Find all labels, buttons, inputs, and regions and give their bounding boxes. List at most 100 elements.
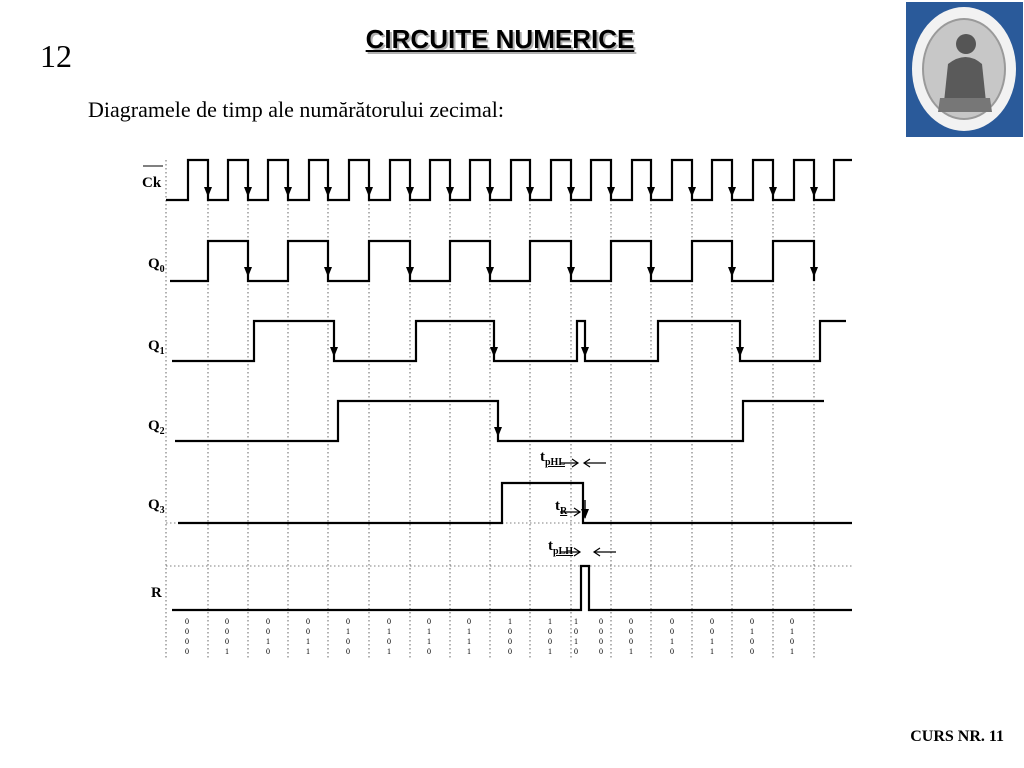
state-digit: 0 [670, 647, 674, 656]
state-digit: 1 [790, 647, 794, 656]
state-digit: 0 [710, 617, 714, 626]
state-columns: 0000000100100011010001010110011110001001… [185, 617, 794, 656]
university-logo [906, 2, 1023, 137]
state-digit: 0 [750, 647, 754, 656]
state-digit: 0 [185, 647, 189, 656]
edge-arrow-head [490, 347, 498, 357]
edge-arrow-head [647, 187, 655, 197]
state-digit: 1 [629, 647, 633, 656]
edge-arrow-head [581, 509, 589, 519]
state-digit: 0 [467, 617, 471, 626]
edge-arrow-head [446, 187, 454, 197]
state-digit: 0 [387, 617, 391, 626]
state-digit: 0 [574, 647, 578, 656]
state-digit: 1 [548, 617, 552, 626]
timing-arrow-head [571, 458, 580, 468]
footer-course: CURS NR. 11 [910, 728, 1004, 745]
edge-arrow-head [769, 187, 777, 197]
signal-label-q2: Q2 [148, 418, 165, 437]
state-digit: 0 [508, 627, 512, 636]
timing-arrow-head [573, 547, 582, 557]
waveform-q3 [178, 481, 852, 525]
edge-arrow-head [810, 187, 818, 197]
state-digit: 1 [467, 627, 471, 636]
state-digit: 0 [548, 627, 552, 636]
signal-label-r: R [151, 585, 162, 601]
state-guides [165, 160, 852, 660]
edge-arrow-head [494, 427, 502, 437]
edge-arrow-head [728, 267, 736, 277]
state-digit: 0 [629, 627, 633, 636]
state-digit: 1 [710, 647, 714, 656]
timing-label-tr: tR [555, 498, 568, 517]
waveform-q0 [170, 239, 816, 283]
state-digit: 1 [427, 627, 431, 636]
state-digit: 1 [710, 637, 714, 646]
state-digit: 1 [387, 627, 391, 636]
edge-arrow-head [688, 187, 696, 197]
state-digit: 1 [574, 617, 578, 626]
edge-arrow-head [406, 267, 414, 277]
state-digit: 0 [574, 627, 578, 636]
state-digit: 0 [306, 617, 310, 626]
state-digit: 0 [710, 627, 714, 636]
timing-arrow-head [582, 458, 591, 468]
timing-label-tplh: tpLH [548, 538, 573, 557]
state-digit: 0 [670, 617, 674, 626]
state-digit: 0 [548, 637, 552, 646]
state-digit: 1 [346, 627, 350, 636]
edge-arrow-head [810, 267, 818, 277]
state-digit: 1 [750, 627, 754, 636]
edge-arrow-head [324, 187, 332, 197]
edge-arrow-head [244, 267, 252, 277]
state-digit: 1 [427, 637, 431, 646]
state-digit: 1 [574, 637, 578, 646]
edge-arrow-head [330, 347, 338, 357]
state-digit: 0 [427, 647, 431, 656]
edge-arrow-head [607, 187, 615, 197]
state-digit: 0 [670, 627, 674, 636]
state-digit: 1 [790, 627, 794, 636]
state-digit: 1 [387, 647, 391, 656]
state-digit: 0 [508, 647, 512, 656]
state-digit: 0 [427, 617, 431, 626]
state-digit: 1 [467, 647, 471, 656]
edge-arrow-head [365, 187, 373, 197]
timing-arrow-head [592, 547, 601, 557]
edge-arrow-head [736, 347, 744, 357]
edge-arrow-head [284, 187, 292, 197]
edge-arrow-head [567, 267, 575, 277]
slide-title: CIRCUITE NUMERICE [365, 24, 635, 54]
state-digit: 1 [225, 647, 229, 656]
state-digit: 0 [346, 647, 350, 656]
state-digit: 0 [599, 617, 603, 626]
state-digit: 1 [306, 647, 310, 656]
edge-arrow-head [324, 267, 332, 277]
slide-subtitle: Diagramele de timp ale numărătorului zec… [88, 97, 504, 122]
state-digit: 0 [185, 627, 189, 636]
state-digit: 1 [266, 637, 270, 646]
state-digit: 1 [467, 637, 471, 646]
edge-arrow-head [486, 267, 494, 277]
state-digit: 0 [387, 637, 391, 646]
state-digit: 0 [225, 637, 229, 646]
signal-label-ck: Ck [142, 175, 162, 191]
state-digit: 0 [790, 637, 794, 646]
state-digit: 0 [599, 627, 603, 636]
university-seal-icon [906, 2, 1023, 137]
waveform-q2 [175, 399, 824, 443]
state-digit: 0 [266, 617, 270, 626]
edge-arrow-head [406, 187, 414, 197]
state-digit: 0 [346, 637, 350, 646]
state-digit: 0 [185, 617, 189, 626]
state-digit: 0 [599, 647, 603, 656]
timing-arrows [560, 458, 616, 557]
state-digit: 0 [750, 637, 754, 646]
timing-arrow-head [573, 507, 582, 517]
state-digit: 0 [790, 617, 794, 626]
state-digit: 1 [306, 637, 310, 646]
state-digit: 0 [225, 627, 229, 636]
waveform-ck [166, 158, 852, 202]
state-digit: 0 [346, 617, 350, 626]
